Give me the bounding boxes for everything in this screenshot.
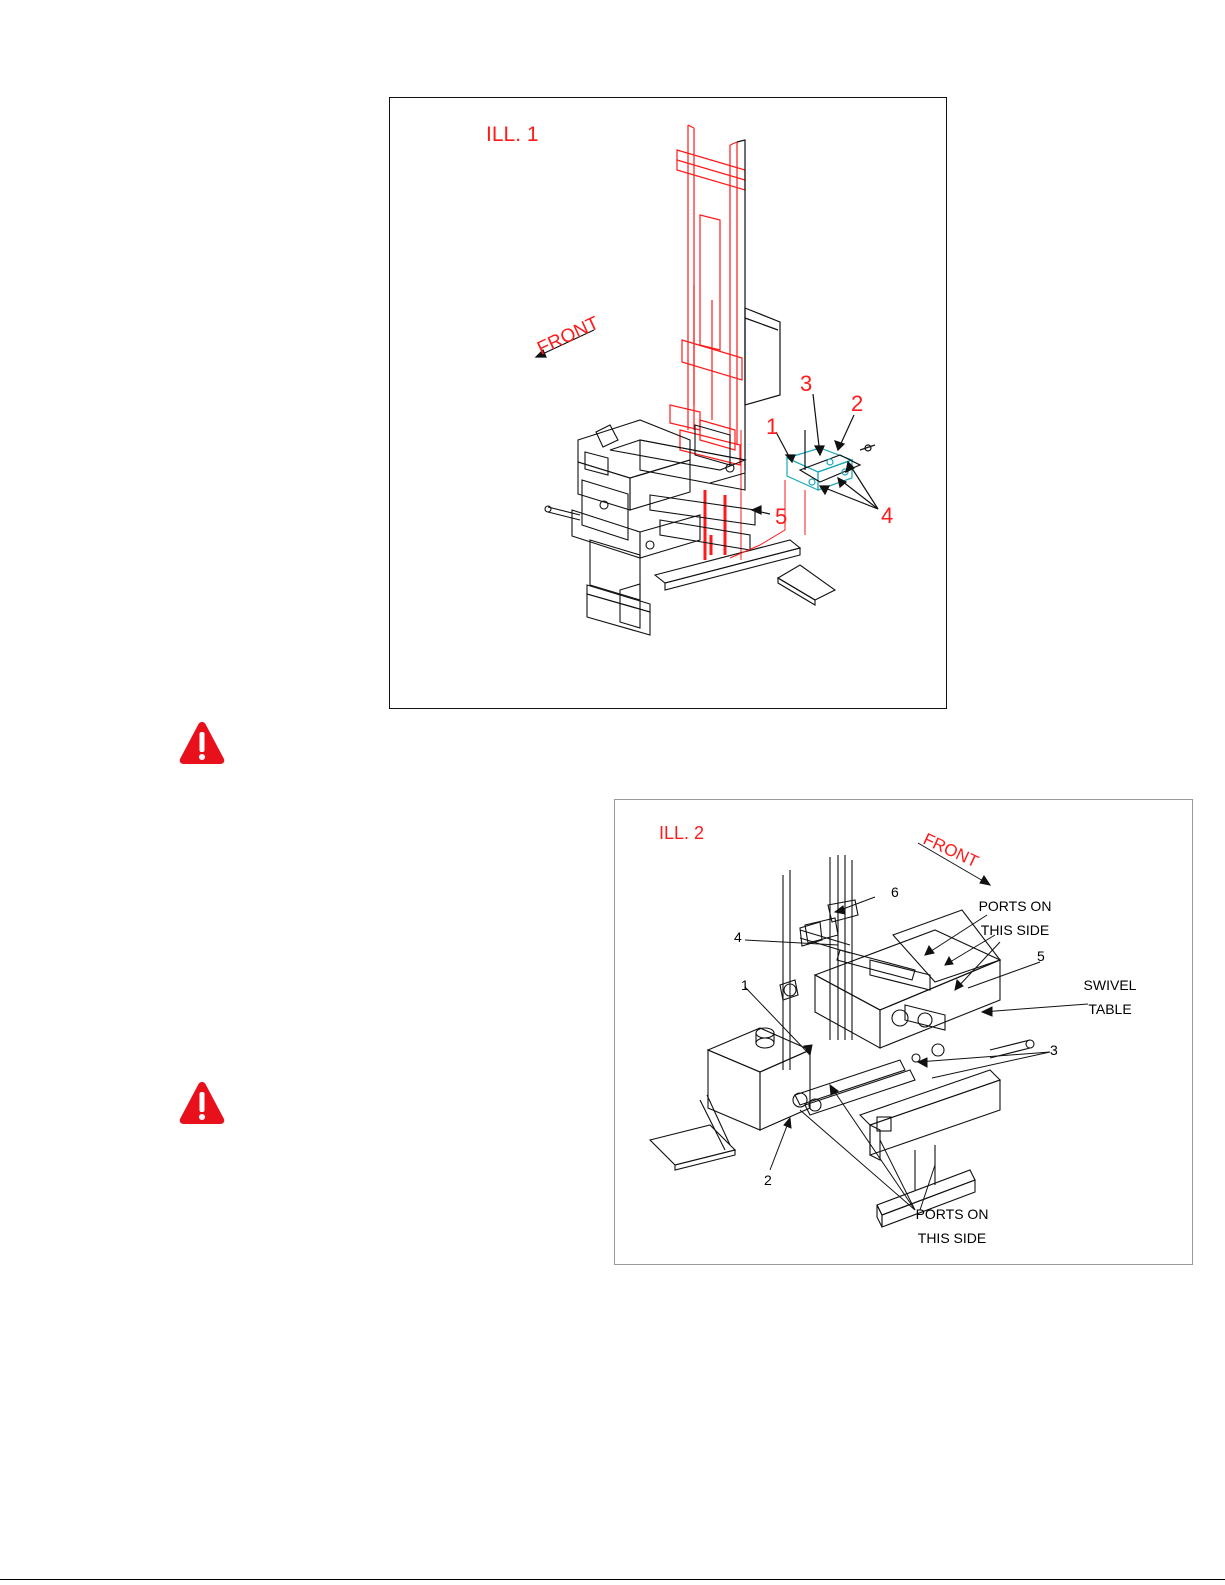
ill2-callout-2: 2 <box>764 1172 772 1188</box>
ill2-swivel-line1: SWIVEL <box>1084 977 1137 993</box>
ill2-callout-3: 3 <box>1050 1042 1058 1058</box>
ill2-callout-1: 1 <box>741 977 749 993</box>
ill2-ports-bottom-line1: PORTS ON <box>916 1206 989 1222</box>
page-bottom-rule <box>0 1579 1225 1580</box>
ill2-callout-4: 4 <box>734 929 742 945</box>
ill2-title: ILL. 2 <box>659 823 704 843</box>
ill2-swivel-line2: TABLE <box>1088 1001 1131 1017</box>
ill2-ports-bottom-line2: THIS SIDE <box>918 1230 986 1246</box>
ill2-callout-6: 6 <box>891 884 899 900</box>
ill2-ports-top-line2: THIS SIDE <box>981 922 1049 938</box>
ill2-callout-5: 5 <box>1037 948 1045 964</box>
ill2-front-label: FRONT <box>920 829 981 871</box>
ill2-ports-top-line1: PORTS ON <box>979 898 1052 914</box>
